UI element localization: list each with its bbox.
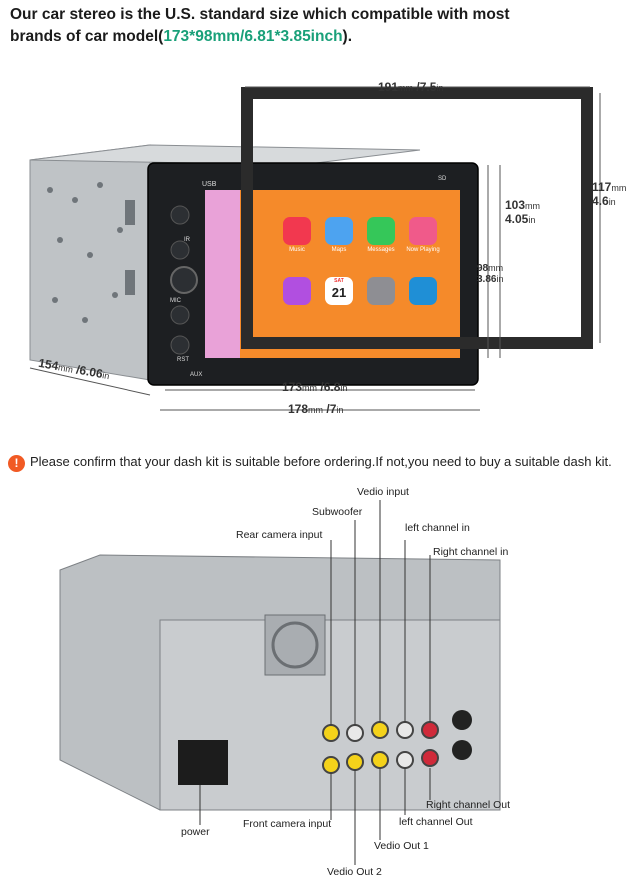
button-4: [170, 335, 190, 355]
dimension-lines: [29, 86, 601, 411]
button-3: [170, 305, 190, 325]
label-rear-camera-input: Rear camera input: [236, 529, 323, 541]
leader-lines: [199, 500, 431, 865]
label-right-channel-out: Right channel Out: [426, 799, 511, 811]
app-label-3: Now Playing: [406, 247, 440, 253]
rst-label: RST: [177, 357, 189, 363]
label-subwoofer: Subwoofer: [312, 506, 363, 518]
button-2: [170, 240, 190, 260]
headline-size-highlight: 173*98mm/6.81*3.85inch: [163, 28, 343, 45]
calendar-weekday: SAT: [334, 278, 344, 284]
exclamation-icon: !: [8, 455, 25, 472]
label-front-camera-input: Front camera input: [243, 818, 332, 830]
mic-label: MIC: [170, 298, 181, 304]
aux-label: AUX: [190, 372, 203, 378]
dim-frame-width: 191mm /7.5in: [378, 80, 444, 94]
headline-line-2: brands of car model(173*98mm/6.81*3.85in…: [10, 26, 630, 48]
app-icon-1[interactable]: [325, 217, 353, 245]
label-vedio-input: Vedio input: [357, 486, 409, 498]
usb-label: USB: [202, 181, 217, 188]
headline-line-2-prefix: brands of car model(: [10, 28, 164, 45]
screen-sidebar: [205, 190, 240, 358]
app-icon-0[interactable]: [283, 217, 311, 245]
app-label-2: Messages: [367, 247, 395, 253]
volume-knob: [170, 266, 198, 294]
button-1: [170, 205, 190, 225]
headline-line-2-suffix: ).: [342, 28, 353, 45]
dash-frame: [241, 87, 593, 349]
rear-panel: [159, 619, 501, 811]
app-icon-2[interactable]: [367, 217, 395, 245]
dim-total-width: 178mm /7in: [288, 402, 344, 416]
app-label-0: Music: [289, 247, 305, 253]
label-left-channel-out: left channel Out: [399, 816, 473, 828]
headline: Our car stereo is the U.S. standard size…: [10, 4, 630, 48]
label-left-channel-in: left channel in: [405, 522, 470, 534]
rear-fan: [264, 614, 326, 676]
app-icon-3[interactable]: [409, 217, 437, 245]
label-right-channel-in: Right channel in: [433, 546, 509, 558]
sd-label: SD: [438, 176, 447, 182]
power-connector: [178, 740, 228, 785]
app-icon-4[interactable]: [283, 277, 311, 305]
label-vedio-out-1: Vedio Out 1: [374, 840, 429, 852]
dim-face-width: 173mm /6.8in: [282, 380, 348, 394]
headline-line-1: Our car stereo is the U.S. standard size…: [10, 6, 510, 23]
warning-text: Please confirm that your dash kit is sui…: [30, 454, 612, 469]
app-icon-6[interactable]: [367, 277, 395, 305]
calendar-day: 21: [331, 285, 347, 300]
label-power: power: [181, 826, 210, 838]
housing-holes: [47, 182, 135, 323]
app-label-1: Maps: [331, 247, 347, 253]
housing-side: [29, 144, 151, 381]
label-vedio-out-2: Vedio Out 2: [327, 866, 382, 878]
ir-label: IR: [184, 237, 190, 243]
app-icon-7[interactable]: [409, 277, 437, 305]
